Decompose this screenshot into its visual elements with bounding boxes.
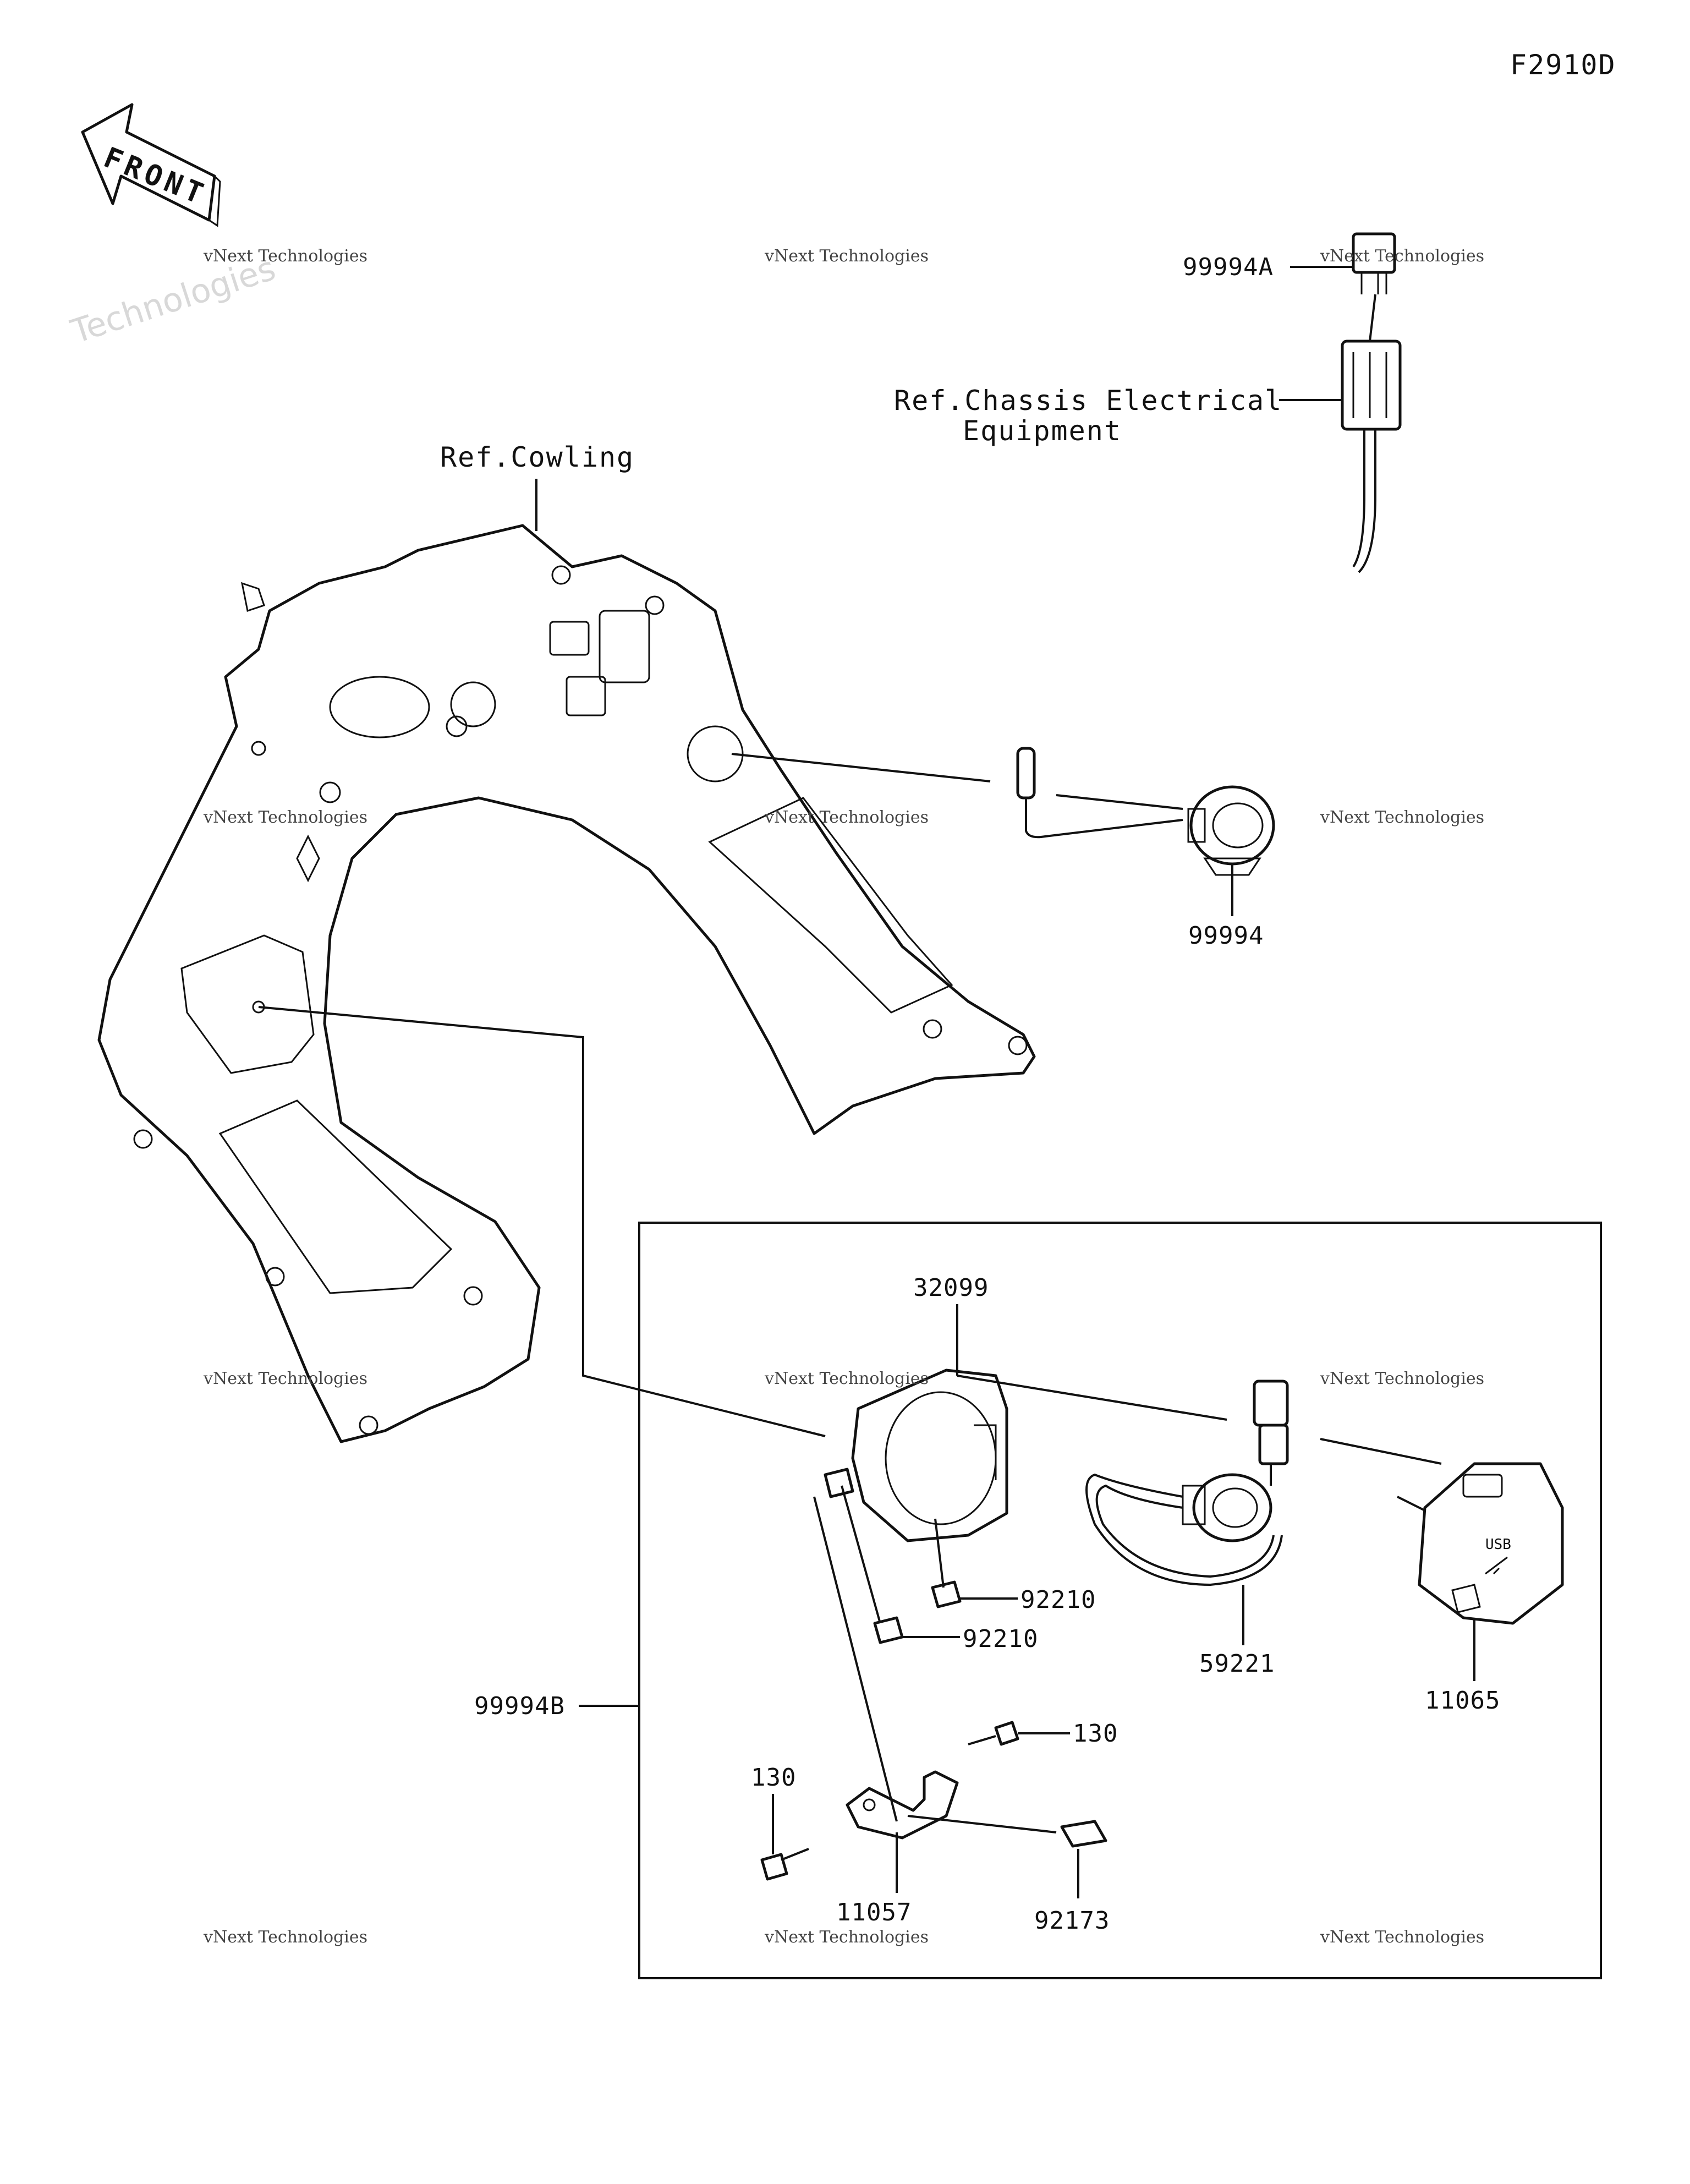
part-number-99994b: 99994B [474,1692,565,1720]
part-number-92173: 92173 [1034,1907,1110,1935]
part-number-32099: 32099 [913,1274,989,1302]
part-number-130-a: 130 [1073,1720,1118,1748]
clip-92173 [1060,1820,1107,1848]
ref-cowling-label: Ref.Cowling [440,441,634,473]
part-number-130-b: 130 [751,1764,796,1792]
inner-cowling-panel [97,524,1036,1443]
svg-text:vNext Technologies: vNext Technologies [203,1369,367,1388]
part-number-99994a: 99994A [1183,253,1274,281]
leader-panel-kit [258,1006,826,1437]
svg-text:vNext Technologies: vNext Technologies [203,808,367,827]
part-number-92210-a: 92210 [1020,1586,1096,1614]
ref-chassis-label-line1: Ref.Chassis Electrical [894,385,1282,417]
usb-socket-icon: USB [1397,1462,1564,1625]
dc-socket-99994 [1016,747,1275,876]
part-number-92210-b: 92210 [963,1625,1038,1653]
kit-box [638,1222,1602,1979]
part-number-11057: 11057 [836,1898,912,1926]
svg-text:vNext Technologies: vNext Technologies [764,247,929,266]
svg-text:vNext Technologies: vNext Technologies [1320,808,1484,827]
part-number-11065: 11065 [1425,1687,1500,1715]
bolt-130-a [968,1721,1019,1746]
diagram-code: F2910D [1510,49,1616,81]
clip-92210-a [931,1580,962,1608]
svg-text:vNext Technologies: vNext Technologies [203,1928,367,1947]
usb-cable-59221 [1085,1380,1289,1586]
svg-text:vNext Technologies: vNext Technologies [764,1928,929,1947]
svg-text:vNext Technologies: vNext Technologies [764,808,929,827]
bracket-11057 [846,1770,959,1840]
bolt-130-b [760,1848,809,1881]
part-number-99994: 99994 [1188,922,1264,950]
part-number-59221: 59221 [1199,1650,1275,1678]
svg-text:vNext Technologies: vNext Technologies [1320,1369,1484,1388]
front-arrow-icon: FRONT [81,103,221,227]
svg-text:vNext Technologies: vNext Technologies [764,1369,929,1388]
leader-socket [731,753,991,782]
svg-text:vNext Technologies: vNext Technologies [1320,247,1484,266]
ref-chassis-label-line2: Equipment [963,415,1122,447]
svg-text:vNext Technologies: vNext Technologies [203,247,367,266]
harness-connector-99994a [1341,232,1402,573]
svg-text:USB: USB [1485,1536,1511,1553]
mount-cup-32099 [824,1369,1008,1542]
svg-text:vNext Technologies: vNext Technologies [1320,1928,1484,1947]
